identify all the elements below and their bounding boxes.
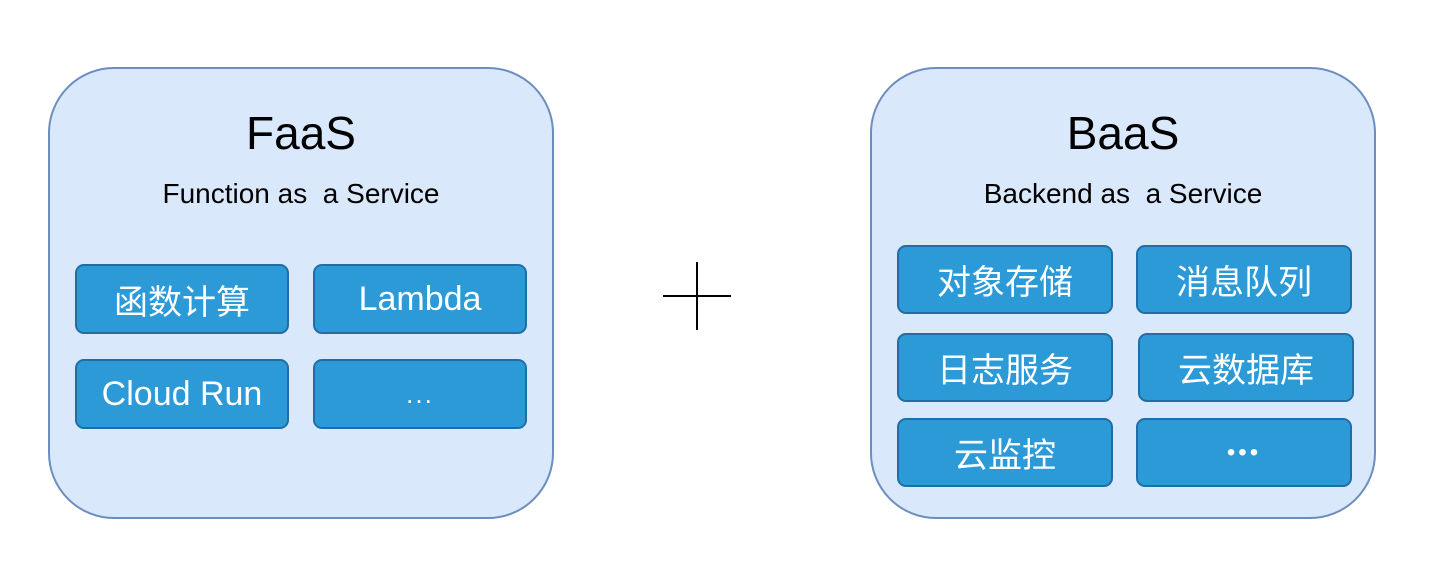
baas-item-cloud-monitor: 云监控: [897, 418, 1113, 487]
faas-panel: FaaS Function as a Service 函数计算 Lambda C…: [48, 67, 554, 519]
faas-subtitle: Function as a Service: [162, 178, 440, 209]
faas-title: FaaS: [246, 107, 356, 159]
faas-item-cloud-run: Cloud Run: [75, 359, 289, 429]
baas-item-log-service: 日志服务: [897, 333, 1113, 402]
faas-item-lambda: Lambda: [313, 264, 527, 334]
baas-title: BaaS: [1066, 107, 1180, 159]
baas-panel: BaaS Backend as a Service 对象存储 消息队列 日志服务…: [870, 67, 1376, 519]
faas-item-function-compute: 函数计算: [75, 264, 289, 334]
baas-item-message-queue: 消息队列: [1136, 245, 1352, 314]
baas-item-cloud-database: 云数据库: [1138, 333, 1354, 402]
plus-icon: [663, 262, 731, 330]
baas-subtitle: Backend as a Service: [983, 178, 1263, 209]
faas-item-more: ...: [313, 359, 527, 429]
baas-item-object-storage: 对象存储: [897, 245, 1113, 314]
baas-item-more: •••: [1136, 418, 1352, 487]
